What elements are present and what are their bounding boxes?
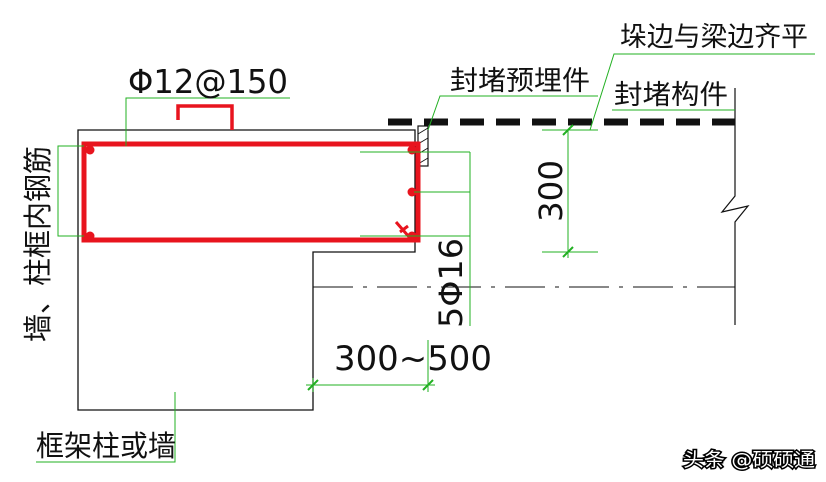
stirrup-symbol (176, 104, 234, 130)
width-range-label: 300~500 (334, 339, 492, 379)
inner-rebar-label: 墙、柱框内钢筋 (21, 146, 55, 342)
rebar-bar (85, 145, 95, 155)
blocking-member-label: 封堵构件 (614, 80, 728, 111)
rebar-hook (394, 221, 412, 239)
watermark-text: 头条 @硕硕通 (683, 449, 815, 471)
rebar-bar (407, 187, 417, 197)
flush-note-label: 垛边与梁边齐平 (620, 22, 808, 53)
break-line (720, 88, 750, 325)
rebar-bar (85, 231, 95, 241)
embedded-part-label: 封堵预埋件 (450, 66, 590, 97)
height-dimension-label: 300 (532, 160, 570, 222)
rebar-stirrup (81, 141, 421, 243)
bottom-bars-label: 5Φ16 (432, 238, 470, 328)
rebar-bar (407, 145, 417, 155)
stirrup-spec-label: Φ12@150 (128, 62, 288, 101)
concrete-outline (77, 129, 416, 411)
frame-column-label: 框架柱或墙 (36, 429, 176, 463)
dimension-ticks (307, 124, 574, 391)
leader-lines (36, 53, 815, 463)
embedded-plate-hatch (417, 127, 429, 135)
